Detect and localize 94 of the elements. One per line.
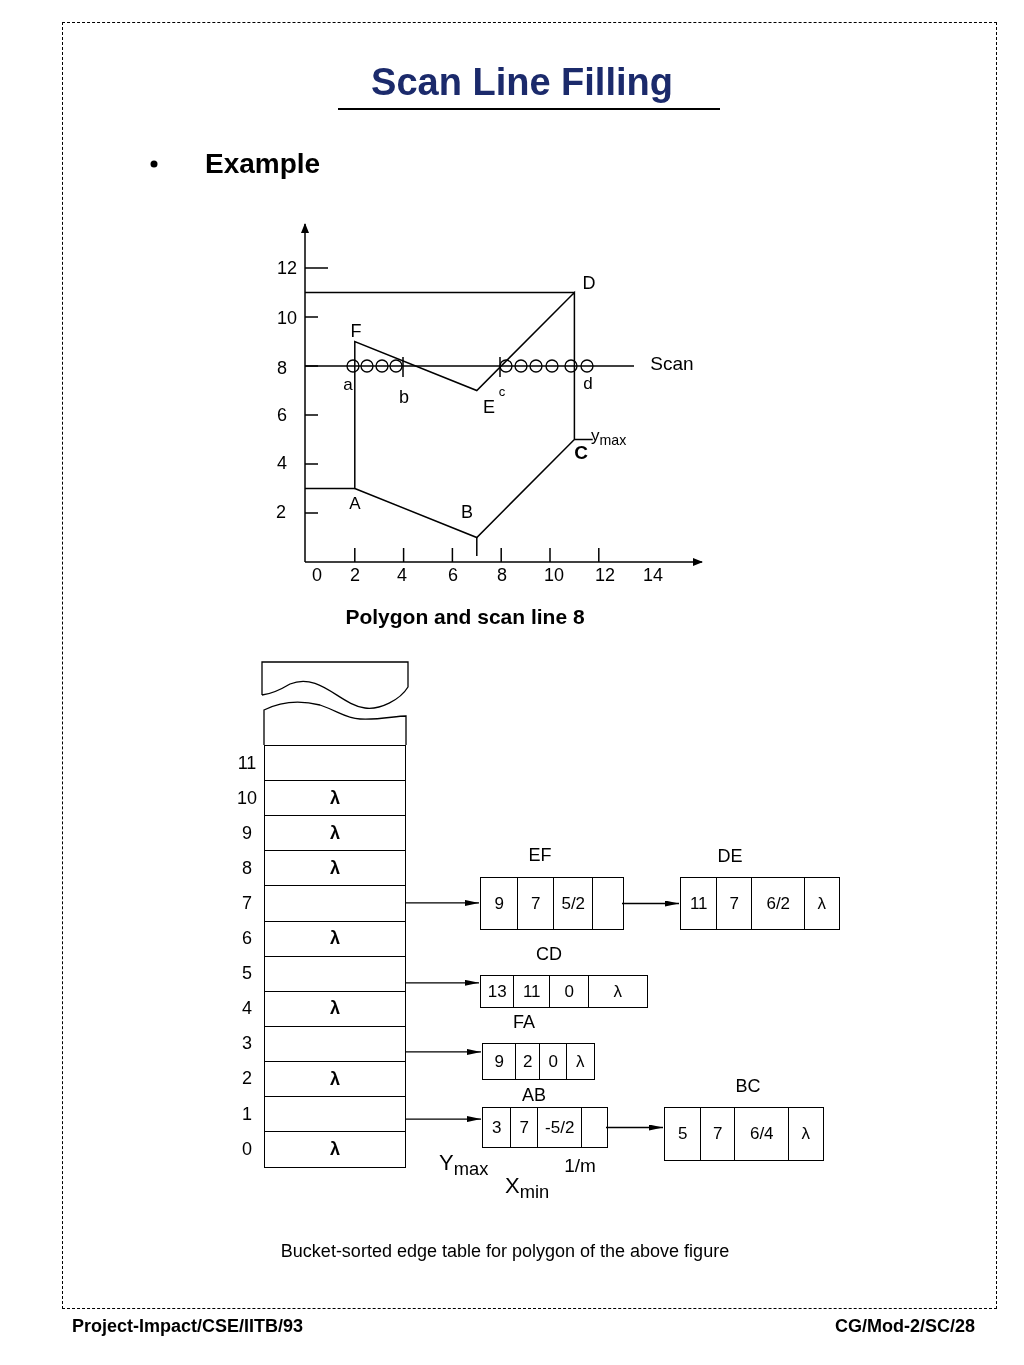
record-field: 7 <box>716 877 753 930</box>
record-field: 6/2 <box>751 877 806 930</box>
edge-record <box>664 1077 822 1161</box>
point-label: a <box>343 375 353 393</box>
arrow <box>405 979 480 986</box>
axis-tick-label: 8 <box>277 359 287 377</box>
record-field: 5 <box>664 1107 702 1161</box>
arrow <box>405 899 480 906</box>
footer-text: Project-Impact/CSE/IITB/93 <box>72 1317 304 1335</box>
axis-tick-label: 6 <box>277 406 287 424</box>
column-label: X$_{min}$ <box>505 1174 550 1202</box>
record-heading: CD <box>536 945 562 963</box>
slide-title: Scan Line Filling <box>371 63 673 101</box>
record-heading: BC <box>735 1077 761 1095</box>
ymax-label: y$_{max}$ <box>591 426 627 448</box>
row-number: 10 <box>237 788 257 807</box>
record-field: λ <box>588 975 648 1008</box>
row-number: 7 <box>242 893 252 912</box>
scan-label: Scan <box>650 353 694 373</box>
record-field: 3 <box>482 1107 512 1148</box>
record-field: 0 <box>549 975 590 1008</box>
bullet-text: Example <box>205 150 321 178</box>
record-field: λ <box>566 1043 595 1080</box>
axis-tick-label: 6 <box>448 566 458 584</box>
axis-tick-label: 10 <box>544 566 564 584</box>
axis-tick-label: 8 <box>497 566 507 584</box>
axis-tick-label: 0 <box>312 566 322 584</box>
record-field: 2 <box>515 1043 541 1080</box>
axis-tick-label: 12 <box>595 566 615 584</box>
row-number: 8 <box>242 858 252 877</box>
row-number: 2 <box>242 1069 252 1088</box>
record-field: 7 <box>700 1107 736 1161</box>
bucket-row <box>264 745 406 782</box>
record-field: 7 <box>510 1107 539 1148</box>
point-label: c <box>498 384 506 398</box>
axis-tick-label: 2 <box>350 566 360 584</box>
vertex-label: F <box>350 322 362 340</box>
axis-tick-label: 2 <box>276 503 286 521</box>
record-heading: EF <box>528 846 552 864</box>
axis-tick-label: 14 <box>643 566 663 584</box>
edge-record <box>480 945 646 1008</box>
record-field: 11 <box>680 877 718 930</box>
bucket-row <box>264 885 406 922</box>
point-label: d <box>583 374 593 392</box>
record-field: 11 <box>513 975 551 1008</box>
edge-record <box>680 847 838 930</box>
record-field: 0 <box>539 1043 568 1080</box>
arrow <box>605 1124 664 1131</box>
axis-tick-label: 10 <box>277 309 297 327</box>
row-number: 11 <box>237 753 257 772</box>
row-number: 5 <box>242 964 252 983</box>
record-heading: FA <box>513 1013 535 1031</box>
figure-caption: Polygon and scan line 8 <box>345 605 585 627</box>
record-field: λ <box>788 1107 824 1161</box>
row-number: 0 <box>242 1139 252 1158</box>
bucket-row: λ <box>264 780 406 817</box>
point-label: b <box>399 388 409 406</box>
row-number: 6 <box>242 929 252 948</box>
axis-tick-label: 4 <box>397 566 407 584</box>
record-field: 9 <box>482 1043 517 1080</box>
record-heading: AB <box>522 1086 546 1104</box>
vertex-label: A <box>349 494 361 512</box>
arrow <box>621 900 680 907</box>
arrow <box>405 1048 482 1055</box>
column-label: Y$_{max}$ <box>439 1151 489 1179</box>
axis-tick-label: 12 <box>277 259 297 277</box>
edge-record <box>482 1013 593 1080</box>
record-field: -5/2 <box>537 1107 583 1148</box>
vertex-label: E <box>483 398 495 416</box>
footer-text: CG/Mod-2/SC/28 <box>834 1317 975 1335</box>
vertex-label: D <box>582 274 596 292</box>
bucket-row <box>264 1096 406 1133</box>
vertex-label: C <box>574 442 588 462</box>
edge-record <box>482 1086 606 1148</box>
vertex-label: B <box>461 503 473 521</box>
bucket-row: λ <box>264 850 406 887</box>
row-number: 1 <box>242 1104 252 1123</box>
column-label: 1/m <box>564 1155 596 1175</box>
record-field: 6/4 <box>734 1107 790 1161</box>
record-field: 9 <box>480 877 519 930</box>
row-number: 3 <box>242 1034 252 1053</box>
record-field: 7 <box>517 877 555 930</box>
record-field: λ <box>804 877 840 930</box>
bucket-row: λ <box>264 815 406 852</box>
row-number: 9 <box>242 823 252 842</box>
row-number: 4 <box>242 999 252 1018</box>
axis-tick-label: 4 <box>277 454 287 472</box>
arrow <box>405 1116 482 1123</box>
bucket-row: λ <box>264 1131 406 1168</box>
figure-caption: Bucket-sorted edge table for polygon of the above figure <box>280 1242 730 1260</box>
record-field: 13 <box>480 975 515 1008</box>
record-heading: DE <box>717 847 743 865</box>
record-field: 5/2 <box>553 877 594 930</box>
edge-record <box>480 846 622 930</box>
